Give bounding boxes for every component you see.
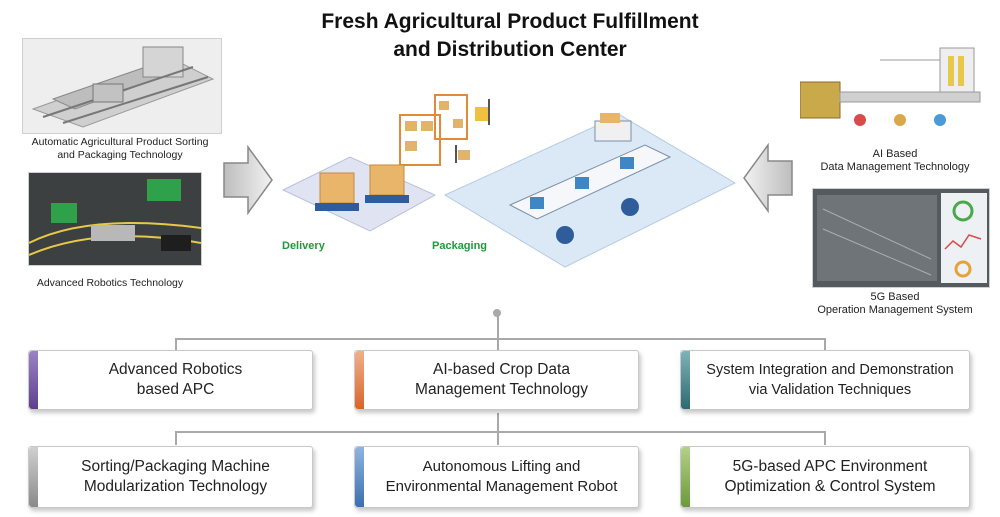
sorting-machine-image — [22, 38, 222, 134]
connector-horizontal-top — [175, 338, 825, 340]
connector-drop-4 — [175, 431, 177, 445]
box-label: AI-based Crop Data Management Technology — [415, 361, 588, 398]
box-label: Sorting/Packaging Machine Modularization… — [81, 458, 270, 495]
connector-vertical-mid — [497, 413, 499, 431]
box-advanced-robotics-apc: Advanced Robotics based APC — [28, 350, 313, 410]
delivery-robot-icon — [315, 164, 409, 211]
connector-drop-1 — [175, 338, 177, 350]
connector-drop-2 — [497, 338, 499, 350]
fulfillment-center-illustration — [281, 94, 737, 268]
hand-truck-icon — [455, 145, 470, 163]
sorting-machine-illustration — [23, 39, 221, 133]
connector-drop-6 — [824, 431, 826, 445]
robotics-illustration — [29, 173, 201, 265]
connector-drop-5 — [497, 431, 499, 445]
connector-vertical-top — [497, 313, 499, 339]
box-accent-bar — [355, 447, 364, 507]
fiveg-dashboard-image — [812, 188, 990, 288]
box-accent-bar — [29, 351, 38, 409]
packaging-label: Packaging — [432, 240, 488, 252]
ai-data-illustration — [800, 47, 981, 126]
diagram-title: Fresh Agricultural Product Fulfillment a… — [321, 10, 699, 61]
forklift-icon — [475, 99, 490, 125]
sorting-caption: Automatic Agricultural Product Sorting a… — [31, 136, 209, 161]
box-system-integration: System Integration and Demonstration via… — [680, 350, 970, 410]
arrow-left-icon — [743, 143, 793, 213]
ai-data-image — [800, 40, 985, 140]
robotics-caption: Advanced Robotics Technology — [36, 277, 184, 289]
box-label: Autonomous Lifting and Environmental Man… — [385, 458, 618, 495]
connector-horizontal-bottom — [175, 431, 825, 433]
box-sorting-packaging-modularization: Sorting/Packaging Machine Modularization… — [28, 446, 313, 508]
box-accent-bar — [355, 351, 364, 409]
fiveg-dashboard-illustration — [813, 189, 989, 287]
box-ai-crop-data: AI-based Crop Data Management Technology — [354, 350, 639, 410]
box-accent-bar — [681, 351, 690, 409]
box-label: System Integration and Demonstration via… — [706, 362, 954, 398]
fiveg-caption: 5G Based Operation Management System — [817, 291, 973, 316]
warehouse-shelf-icon — [399, 94, 468, 166]
box-label: 5G-based APC Environment Optimization & … — [724, 458, 936, 495]
delivery-label: Delivery — [282, 240, 325, 252]
arrow-right-icon — [223, 145, 273, 215]
box-autonomous-lifting-robot: Autonomous Lifting and Environmental Man… — [354, 446, 639, 508]
box-label: Advanced Robotics based APC — [108, 361, 243, 398]
connector-dot — [493, 309, 501, 317]
ai-data-caption: AI Based Data Management Technology — [820, 148, 970, 173]
connector-drop-3 — [824, 338, 826, 350]
robotics-image — [28, 172, 202, 266]
box-accent-bar — [29, 447, 38, 507]
packaging-line-icon — [508, 113, 672, 244]
box-accent-bar — [681, 447, 690, 507]
box-5g-apc-environment: 5G-based APC Environment Optimization & … — [680, 446, 970, 508]
